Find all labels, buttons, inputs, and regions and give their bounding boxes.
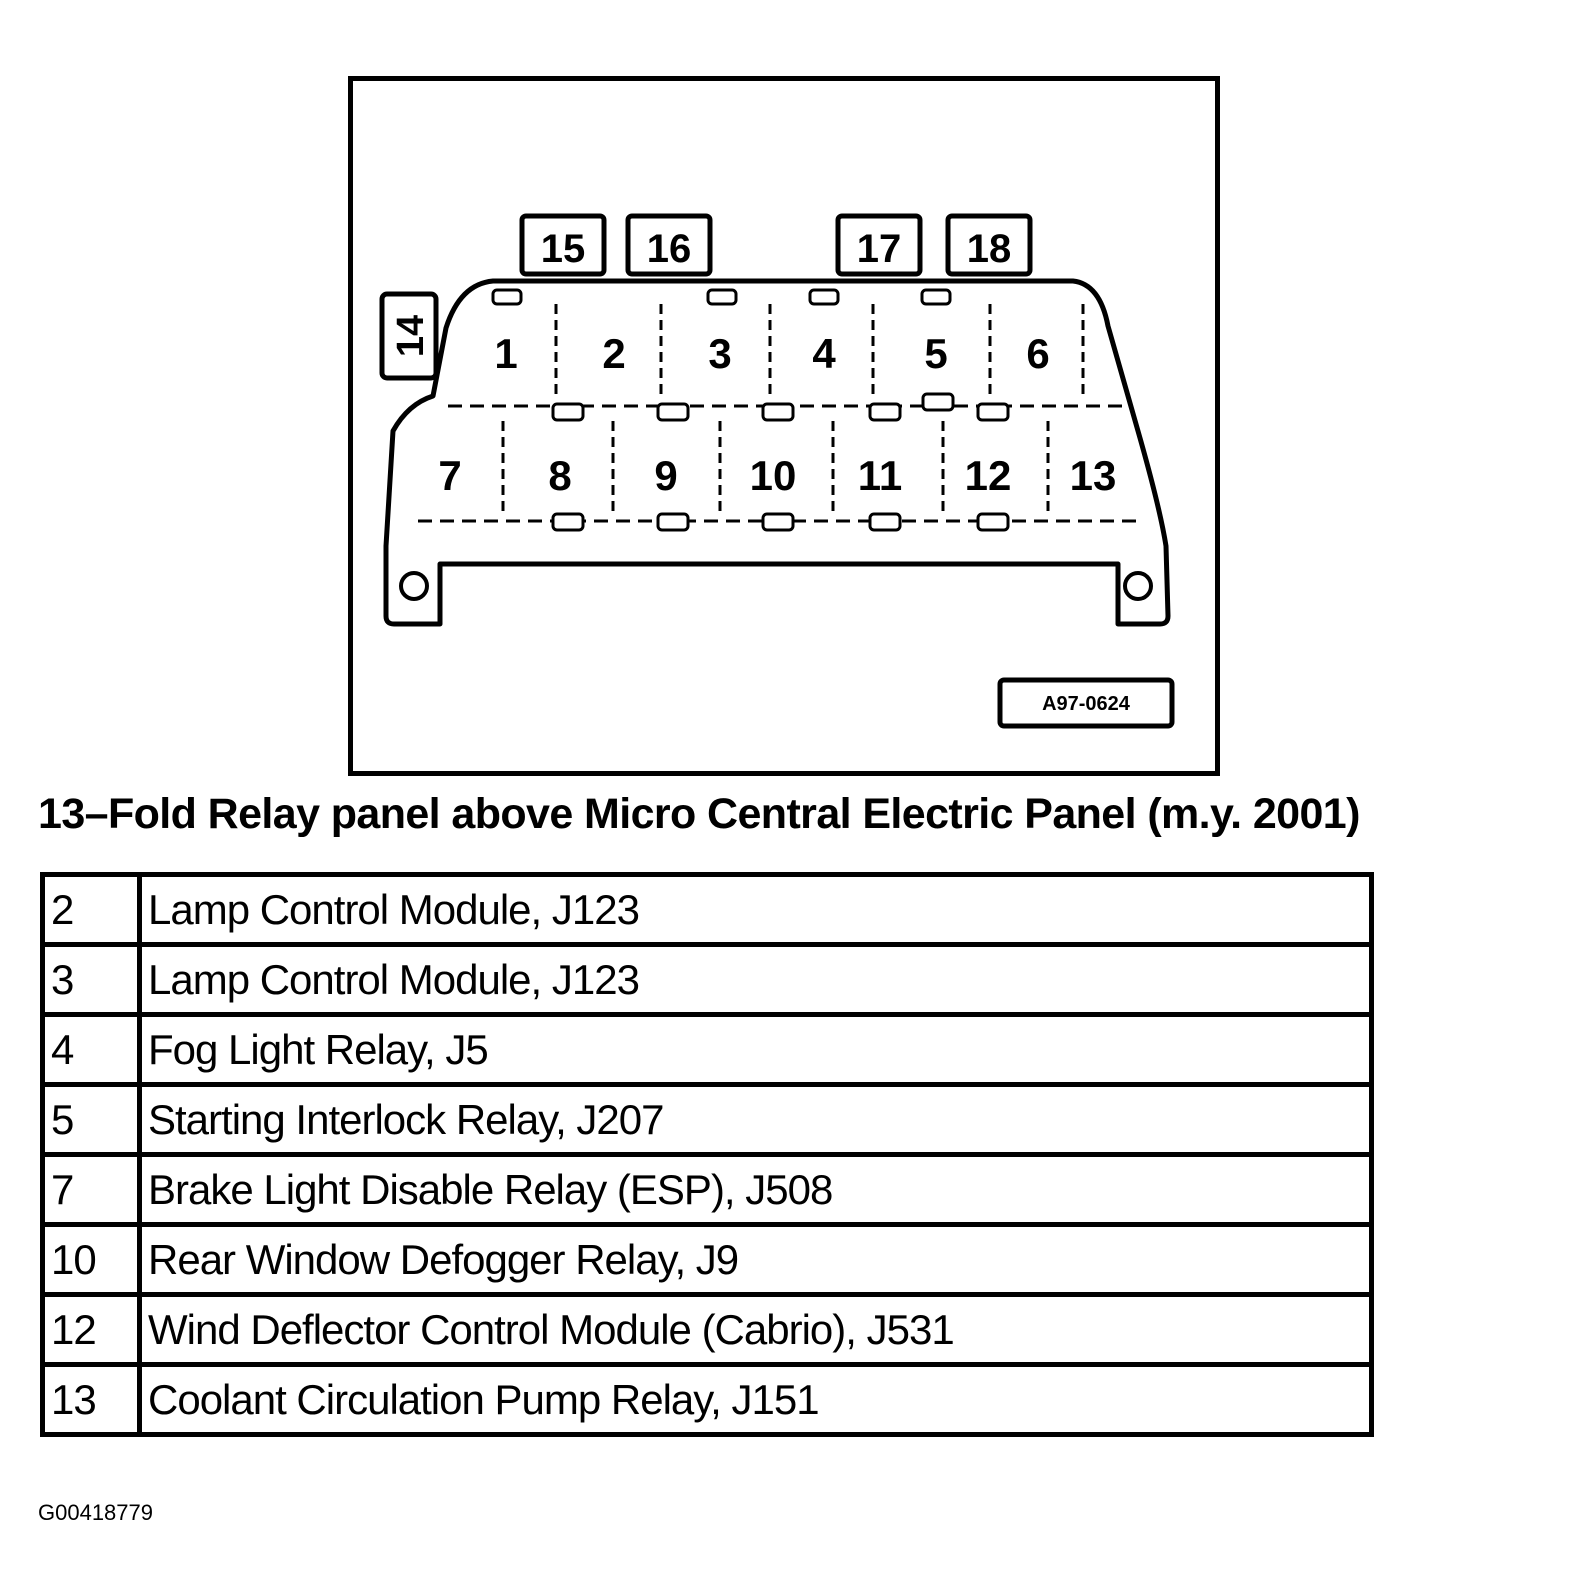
legend-description: Starting Interlock Relay, J207: [137, 1082, 1374, 1157]
legend-slot-number: 10: [40, 1222, 142, 1297]
relay-label-14: 14: [390, 315, 432, 357]
slot-label-7: 7: [438, 452, 461, 499]
legend-description: Rear Window Defogger Relay, J9: [137, 1222, 1374, 1297]
legend-slot-number: 7: [40, 1152, 142, 1227]
relay-box-16: [625, 213, 713, 277]
relay-box-18: [945, 213, 1033, 277]
relay-label-18: 18: [967, 227, 1012, 271]
relay-label-17: 17: [857, 227, 902, 271]
top-relays: 15 16 17 18: [519, 213, 1033, 277]
slot-label-13: 13: [1070, 452, 1117, 499]
slot-label-3: 3: [708, 330, 731, 377]
slot-label-8: 8: [548, 452, 571, 499]
mounting-hole-right: [1123, 571, 1153, 601]
slot-label-4: 4: [812, 330, 836, 377]
legend-slot-number: 3: [40, 942, 142, 1017]
panel-body: [383, 278, 1171, 627]
slot-label-1: 1: [494, 330, 517, 377]
legend-description: Coolant Circulation Pump Relay, J151: [137, 1362, 1374, 1437]
legend-description: Lamp Control Module, J123: [137, 872, 1374, 947]
diagram-caption: 13–Fold Relay panel above Micro Central …: [38, 790, 1360, 838]
slot-label-12: 12: [965, 452, 1012, 499]
relay-box-14: [379, 291, 439, 381]
legend-slot-number: 2: [40, 872, 142, 947]
legend-slot-number: 13: [40, 1362, 142, 1437]
terminal-tabs: [491, 288, 1010, 532]
slot-label-5: 5: [924, 330, 947, 377]
relay-box-17: [835, 213, 923, 277]
slot-label-10: 10: [750, 452, 797, 499]
slot-label-2: 2: [602, 330, 625, 377]
legend-slot-number: 12: [40, 1292, 142, 1367]
legend-description: Fog Light Relay, J5: [137, 1012, 1374, 1087]
legend-description: Lamp Control Module, J123: [137, 942, 1374, 1017]
legend-description: Wind Deflector Control Module (Cabrio), …: [137, 1292, 1374, 1367]
slot-label-6: 6: [1026, 330, 1049, 377]
upper-row-labels: 1 2 3 4 5 6: [494, 330, 1049, 377]
figure-id: G00418779: [38, 1500, 153, 1525]
legend-slot-number: 4: [40, 1012, 142, 1087]
relay-label-15: 15: [541, 227, 586, 271]
diagram-tag-box: [997, 677, 1175, 729]
relay-label-16: 16: [647, 227, 692, 271]
relay-panel-diagram: 15 16 17 18 14 1 2 3 4 5 6 7 8 9 10 11 1…: [348, 76, 1220, 776]
slot-label-9: 9: [654, 452, 677, 499]
diagram-tag: A97-0624: [1042, 693, 1131, 715]
legend-description: Brake Light Disable Relay (ESP), J508: [137, 1152, 1374, 1227]
mounting-hole-left: [399, 571, 429, 601]
slot-label-11: 11: [858, 452, 902, 499]
relay-box-15: [519, 213, 607, 277]
lower-row-labels: 7 8 9 10 11 12 13: [438, 452, 1116, 499]
legend-slot-number: 5: [40, 1082, 142, 1157]
